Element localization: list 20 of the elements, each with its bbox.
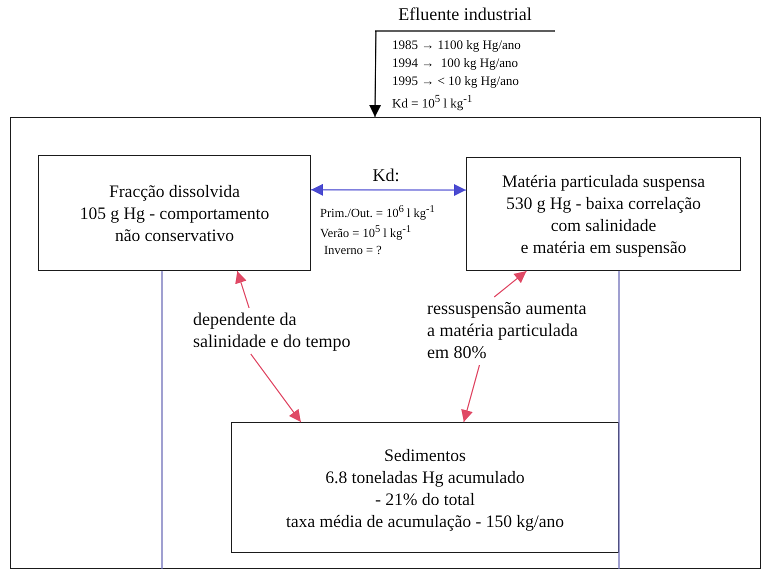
arrow <box>250 354 302 422</box>
note-text: 1985 → 1100 kg Hg/ano <box>392 37 521 53</box>
note-text: 1995 → < 10 kg Hg/ano <box>392 73 519 89</box>
arrow <box>494 270 527 298</box>
note-text: Inverno = ? <box>324 242 382 258</box>
process-box: Sedimentos 6.8 toneladas Hg acumulado - 21% do total taxa média de acumulação - 150 kg/ano <box>231 422 619 553</box>
note-text: Kd = 10$^{5}$ l kg$^{-1}$ <box>392 92 472 112</box>
note-text: Prim./Out. = 10$^{6}$ l kg$^{-1}$ <box>320 203 435 222</box>
arrow <box>235 270 250 308</box>
system-frame <box>10 117 761 569</box>
arrow <box>369 31 382 117</box>
arrow <box>311 184 466 196</box>
annotation-text: ressuspensão aumenta a matéria particulada em 80% <box>427 297 591 365</box>
note-text: Verão = 10$^{5}$ l kg$^{-1}$ <box>320 223 412 242</box>
annotation-text: dependente da salinidade e do tempo <box>193 308 363 354</box>
arrow <box>461 364 480 422</box>
heading-text: Efluente industrial <box>375 3 555 31</box>
note-text: 1994 → 100 kg Hg/ano <box>392 55 518 71</box>
process-box: Fracção dissolvida 105 g Hg - comportamento não conservativo <box>38 155 311 271</box>
process-box: Matéria particulada suspensa 530 g Hg - baixa correlação com salinidade e matéria em suspensão <box>466 157 741 271</box>
